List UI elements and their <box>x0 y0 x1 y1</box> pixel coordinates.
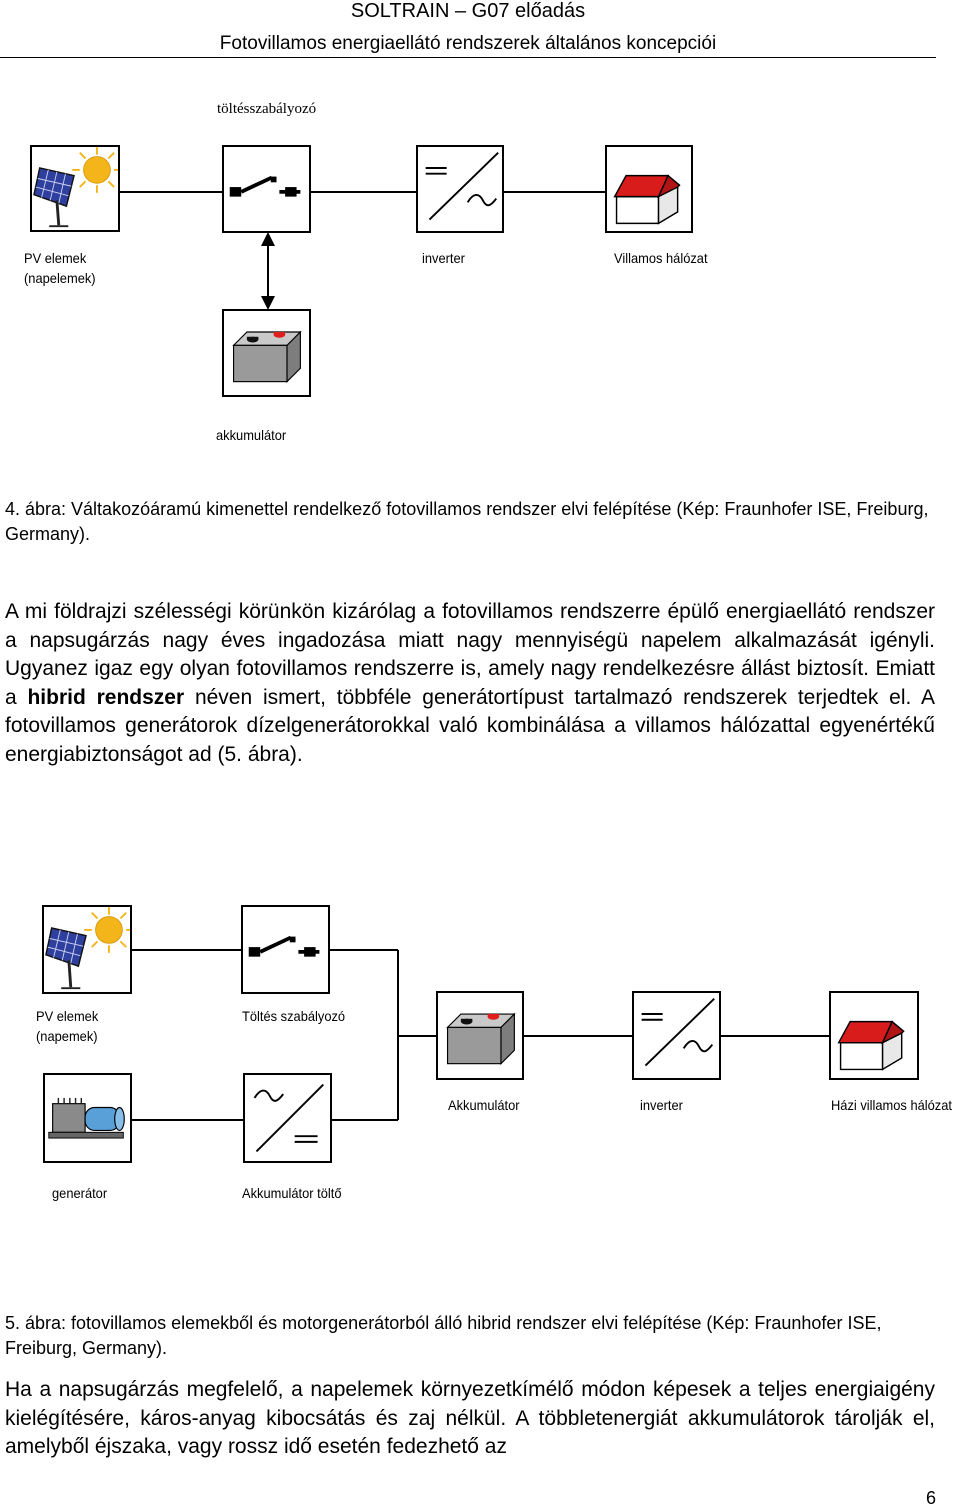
fig5-inverter-box <box>632 991 721 1080</box>
solar-panel-icon <box>45 907 130 990</box>
paragraph-surplus-energy: Ha a napsugárzás megfelelő, a napelemek … <box>5 1378 935 1459</box>
fig4-pv-label: PV elemek (napelemek) <box>24 250 96 286</box>
fig4-charge-controller-box <box>222 145 311 233</box>
battery-icon <box>232 330 302 384</box>
generator-icon <box>48 1097 125 1139</box>
fig5-pv-box <box>42 905 132 994</box>
fig4-battery-box <box>222 309 311 397</box>
house-icon <box>837 1020 905 1071</box>
fig5-generator-label: generátor <box>52 1185 108 1201</box>
header-divider <box>0 57 936 58</box>
fig5-generator-box <box>43 1073 132 1163</box>
document-title: SOLTRAIN – G07 előadás <box>350 0 586 22</box>
paragraph-text-start: A mi földrajzi szélességi körünkön kizár… <box>5 600 935 709</box>
inverter-icon <box>641 998 715 1067</box>
inverter-icon <box>425 152 499 221</box>
figure4-caption: 4. ábra: Váltakozóáramú kimenettel rende… <box>5 499 929 544</box>
battery-icon <box>446 1012 516 1066</box>
paragraph-hybrid-system: A mi földrajzi szélességi körünkön kizár… <box>5 598 935 770</box>
fig4-connections <box>120 191 605 310</box>
charger-icon <box>253 1083 324 1153</box>
fig4-grid-box <box>605 145 693 233</box>
fig5-house-label: Házi villamos hálózat <box>831 1097 952 1113</box>
house-icon <box>613 174 681 225</box>
fig5-house-box <box>829 991 919 1080</box>
fig4-battery-label: akkumulátor <box>216 427 287 443</box>
fig5-charge-controller-box <box>241 905 330 994</box>
fig5-pv-label: PV elemek (napemek) <box>36 1008 99 1044</box>
fig5-charger-box <box>243 1073 332 1163</box>
fig5-battery-label: Akkumulátor <box>448 1097 520 1113</box>
fig5-connections <box>132 949 829 1121</box>
fig5-charger-label: Akkumulátor töltő <box>242 1185 342 1201</box>
switch-icon <box>229 175 301 197</box>
fig4-pv-box <box>30 145 120 232</box>
solar-panel-icon <box>33 147 118 228</box>
page-number: 6 <box>925 1488 936 1508</box>
switch-icon <box>248 935 320 957</box>
paragraph-text-end: néven ismert, többféle generátortípust t… <box>5 685 936 766</box>
document-subtitle: Fotovillamos energiaellátó rendszerek ál… <box>219 33 717 54</box>
fig4-inverter-box <box>416 145 504 233</box>
fig5-battery-box <box>436 991 524 1080</box>
fig5-charge-controller-label: Töltés szabályozó <box>242 1008 346 1024</box>
fig5-inverter-label: inverter <box>640 1097 683 1113</box>
paragraph-bold-term: hibrid rendszer <box>27 685 185 709</box>
figure5-caption: 5. ábra: fotovillamos elemekből és motor… <box>5 1313 882 1358</box>
fig4-charge-controller-label: töltésszabályozó <box>217 101 317 117</box>
fig4-grid-label: Villamos hálózat <box>614 250 708 266</box>
fig4-inverter-label: inverter <box>422 250 465 266</box>
